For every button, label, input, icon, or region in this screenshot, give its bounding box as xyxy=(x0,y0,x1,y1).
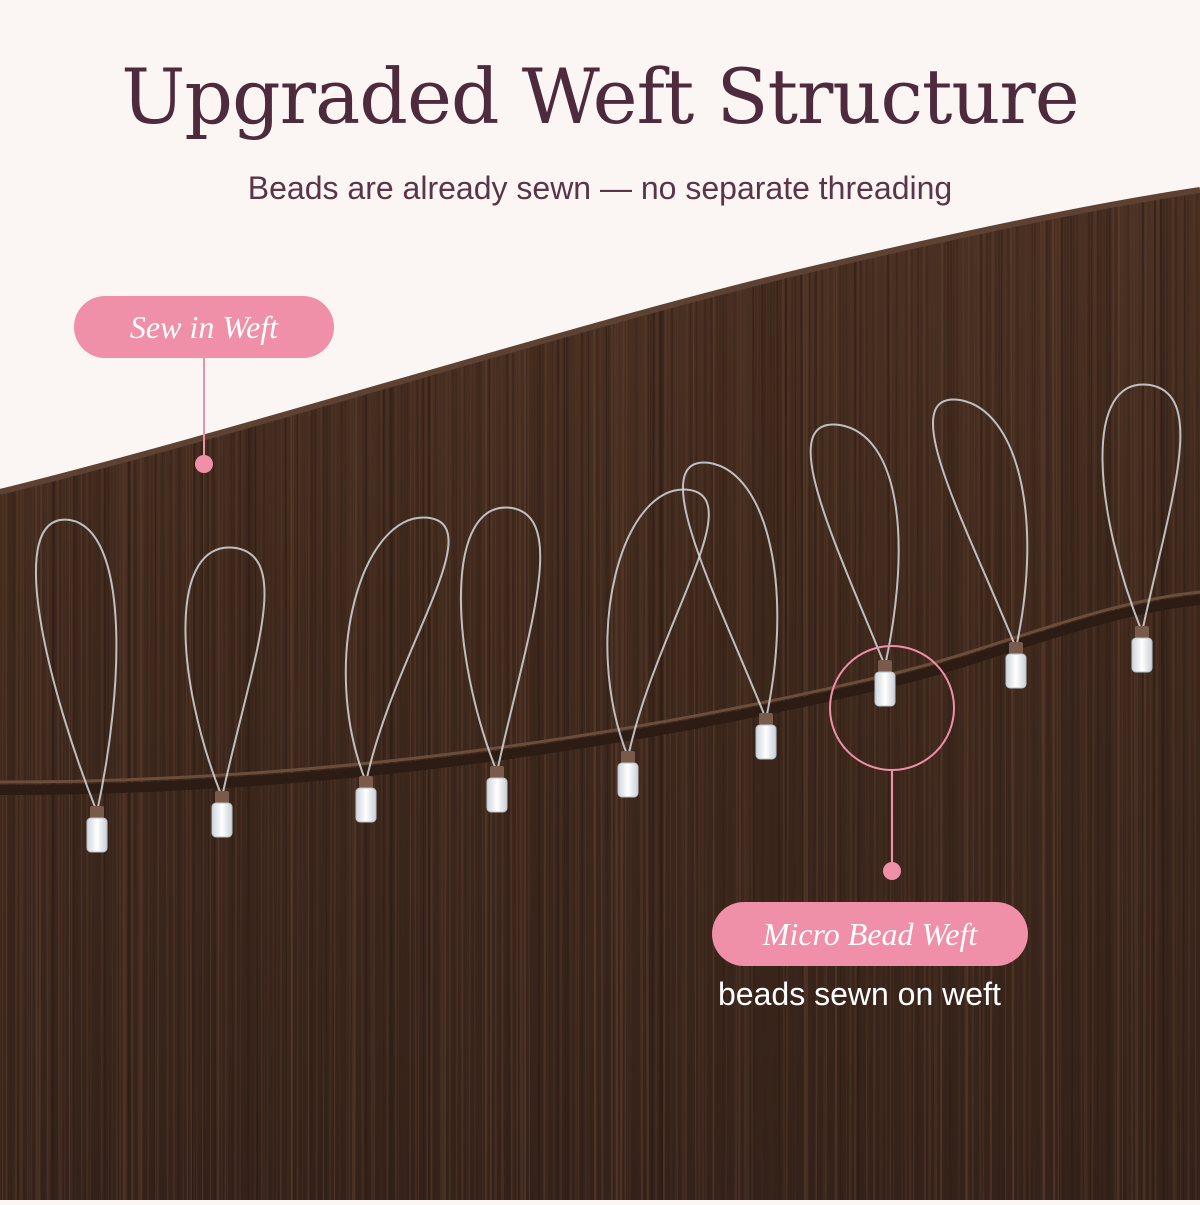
hair-strand xyxy=(983,180,984,1200)
page-title: Upgraded Weft Structure xyxy=(0,52,1200,141)
bead-cap xyxy=(215,791,229,803)
hair-strand xyxy=(744,180,745,1200)
hair-strand xyxy=(1173,180,1174,1200)
hair-strand xyxy=(941,180,942,1200)
hair-strand xyxy=(1029,180,1030,1200)
micro-bead-weft-label: Micro Bead Weft xyxy=(712,902,1028,966)
hair-strand xyxy=(1071,180,1072,1200)
hair-strand xyxy=(491,180,492,1200)
hair-strand xyxy=(404,180,405,1200)
hair-strand xyxy=(768,180,769,1200)
hair-strand xyxy=(374,180,375,1200)
hair-strand xyxy=(981,180,982,1200)
hair-strand xyxy=(656,180,657,1200)
hair-strand xyxy=(792,180,793,1200)
sew-in-weft-label: Sew in Weft xyxy=(74,296,334,358)
hair-strand xyxy=(467,180,468,1200)
bead-cap xyxy=(621,751,635,763)
micro-bead xyxy=(356,788,376,822)
hair-strand xyxy=(69,180,70,1200)
hair-strand xyxy=(53,180,54,1200)
micro-bead xyxy=(1132,638,1152,672)
sew-in-weft-text: Sew in Weft xyxy=(130,309,278,346)
hair-strand xyxy=(608,180,609,1200)
bead-cap xyxy=(490,766,504,778)
hair-strand xyxy=(686,180,687,1200)
micro-bead xyxy=(487,778,507,812)
hair-strand xyxy=(1053,180,1054,1200)
hair-strand xyxy=(1049,180,1050,1200)
hair-strand xyxy=(417,180,418,1200)
hair-strand xyxy=(725,180,726,1200)
micro-bead-weft-text: Micro Bead Weft xyxy=(763,916,977,953)
hair-strand xyxy=(1137,180,1138,1200)
hair-strand xyxy=(804,180,805,1200)
micro-bead xyxy=(212,803,232,837)
hair-strand xyxy=(372,180,373,1200)
bead-cap xyxy=(359,776,373,788)
hair-strand xyxy=(1005,180,1006,1200)
hair-strand xyxy=(1023,180,1024,1200)
micro-bead-caption: beads sewn on weft xyxy=(718,976,1038,1013)
micro-bead xyxy=(618,763,638,797)
bead-cap xyxy=(878,660,892,672)
micro-bead xyxy=(87,818,107,852)
bead-cap xyxy=(1135,626,1149,638)
hair-strand xyxy=(6,180,7,1200)
hair-strand xyxy=(594,180,595,1200)
bead-cap xyxy=(759,713,773,725)
bead-cap xyxy=(90,806,104,818)
hair-strand xyxy=(1008,180,1009,1200)
hair-strand xyxy=(723,180,724,1200)
page-subtitle: Beads are already sewn — no separate thr… xyxy=(0,170,1200,207)
hair-strand xyxy=(522,180,523,1200)
hair-strand xyxy=(50,180,51,1200)
hair-strand xyxy=(616,180,618,1200)
hair-strand xyxy=(423,180,424,1200)
micro-callout-dot xyxy=(883,862,901,880)
micro-bead xyxy=(756,725,776,759)
hair-strand xyxy=(539,180,540,1200)
hair-strand xyxy=(747,180,748,1200)
sew-callout-dot xyxy=(195,455,213,473)
hair-strand xyxy=(959,180,960,1200)
hair-strand xyxy=(1118,180,1119,1200)
hair-strand xyxy=(552,180,553,1200)
hair-strand xyxy=(1169,180,1170,1200)
hair-strand xyxy=(474,180,475,1200)
hair-strand xyxy=(713,180,714,1200)
bead-cap xyxy=(1009,642,1023,654)
hair-strand xyxy=(924,180,925,1200)
hair-strand xyxy=(542,180,543,1200)
micro-bead xyxy=(875,672,895,706)
hair-strand xyxy=(431,180,432,1200)
hair-strand xyxy=(383,180,384,1200)
hair-strand xyxy=(917,180,918,1200)
hair-strand xyxy=(9,180,10,1200)
hair-strand xyxy=(702,180,703,1200)
micro-bead xyxy=(1006,654,1026,688)
hair-strand xyxy=(1109,180,1110,1200)
hair-strand xyxy=(1142,180,1143,1200)
hair-strand xyxy=(398,180,399,1200)
